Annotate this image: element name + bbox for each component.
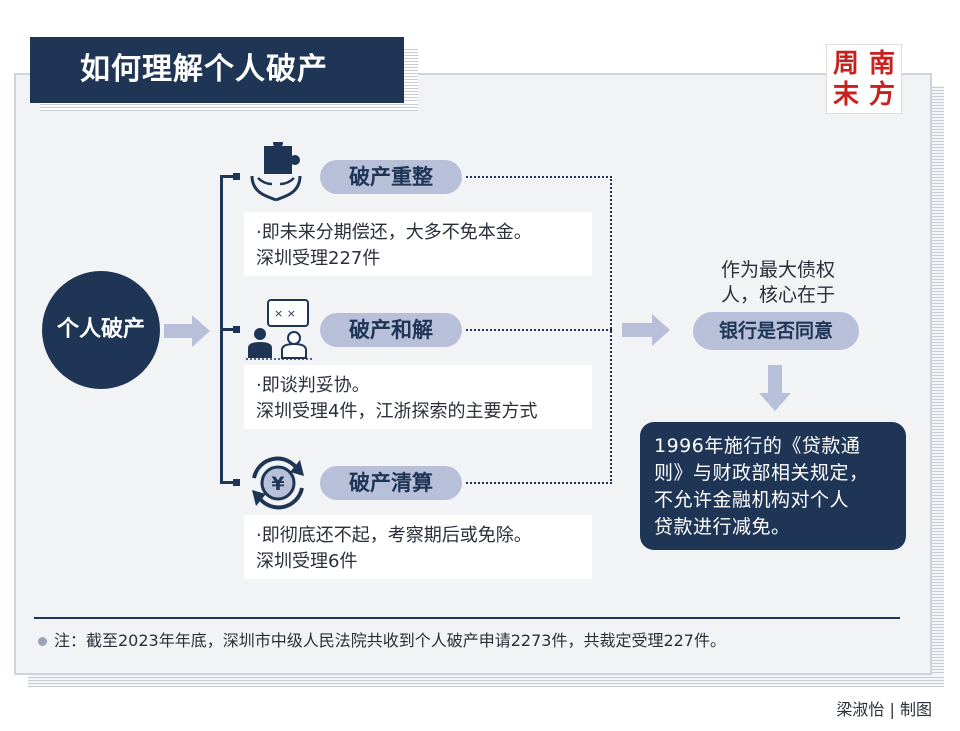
note-line: 贷款进行减免。 xyxy=(654,516,791,538)
arrow-right-icon xyxy=(164,315,210,347)
branch-description: ·即未来分期偿还，大多不免本金。 深圳受理227件 xyxy=(244,212,592,276)
regulation-note: 1996年施行的《贷款通 则》与财政部相关规定， 不允许金融机构对个人 贷款进行… xyxy=(640,422,906,550)
note-line: 1996年施行的《贷款通 xyxy=(654,435,861,457)
frame-shadow-right xyxy=(932,86,944,679)
bullet-icon xyxy=(38,637,47,646)
logo-char: 末 xyxy=(832,80,859,110)
footnote-divider xyxy=(34,617,900,619)
title-hatch xyxy=(404,47,418,107)
branch-label-settlement: 破产和解 xyxy=(320,313,462,347)
logo-char: 方 xyxy=(868,80,895,110)
bracket-tick xyxy=(220,481,236,484)
description-line: 深圳受理227件 xyxy=(256,248,381,269)
credit-line: 梁淑怡 | 制图 xyxy=(836,700,932,719)
yen-coin-cycle-icon: ¥ xyxy=(252,456,304,510)
note-line: 不允许金融机构对个人 xyxy=(654,489,850,511)
frame-shadow-bottom xyxy=(28,675,944,687)
logo-char: 周 xyxy=(832,49,859,79)
svg-text:¥: ¥ xyxy=(271,473,284,495)
connector-dotted-vertical xyxy=(610,176,612,484)
branch-description: ·即谈判妥协。 深圳受理4件，江浙探索的主要方式 xyxy=(244,365,592,429)
description-line: ·即彻底还不起，考察期后或免除。 xyxy=(256,525,532,546)
page-title: 如何理解个人破产 xyxy=(30,37,404,103)
creditor-text: 作为最大债权 人，核心在于 xyxy=(678,258,878,308)
bracket-dot xyxy=(233,173,240,180)
connector-dotted xyxy=(466,482,612,484)
branch-label-reorganization: 破产重整 xyxy=(320,160,462,194)
title-hatch-bottom xyxy=(40,103,418,111)
note-line: 则》与财政部相关规定， xyxy=(654,462,869,484)
bracket-dot xyxy=(233,479,240,486)
footnote: 注：截至2023年年底，深圳市中级人民法院共收到个人破产申请2273件，共裁定受… xyxy=(54,631,726,650)
negotiation-icon: × × xyxy=(246,299,312,360)
connector-dotted xyxy=(466,329,612,331)
bracket-tick xyxy=(220,175,236,178)
creditor-line: 作为最大债权 xyxy=(720,259,835,281)
bracket-dot xyxy=(233,326,240,333)
description-line: ·即谈判妥协。 xyxy=(256,375,370,396)
description-line: 深圳受理4件，江浙探索的主要方式 xyxy=(256,401,538,422)
puzzle-hands-icon xyxy=(250,142,302,202)
creditor-line: 人，核心在于 xyxy=(720,284,835,306)
description-line: ·即未来分期偿还，大多不免本金。 xyxy=(256,222,532,243)
bank-consent-pill: 银行是否同意 xyxy=(693,312,859,350)
connector-dotted xyxy=(466,176,612,178)
logo-char: 南 xyxy=(868,49,895,79)
svg-text:× ×: × × xyxy=(274,307,296,320)
arrow-right-icon xyxy=(622,314,670,346)
arrow-down-icon xyxy=(759,365,791,411)
branch-label-liquidation: 破产清算 xyxy=(320,466,462,500)
description-line: 深圳受理6件 xyxy=(256,551,358,572)
publisher-logo: 周 南 末 方 xyxy=(826,44,902,114)
center-node: 个人破产 xyxy=(42,271,160,389)
branch-description: ·即彻底还不起，考察期后或免除。 深圳受理6件 xyxy=(244,515,592,579)
bracket-tick xyxy=(220,328,236,331)
